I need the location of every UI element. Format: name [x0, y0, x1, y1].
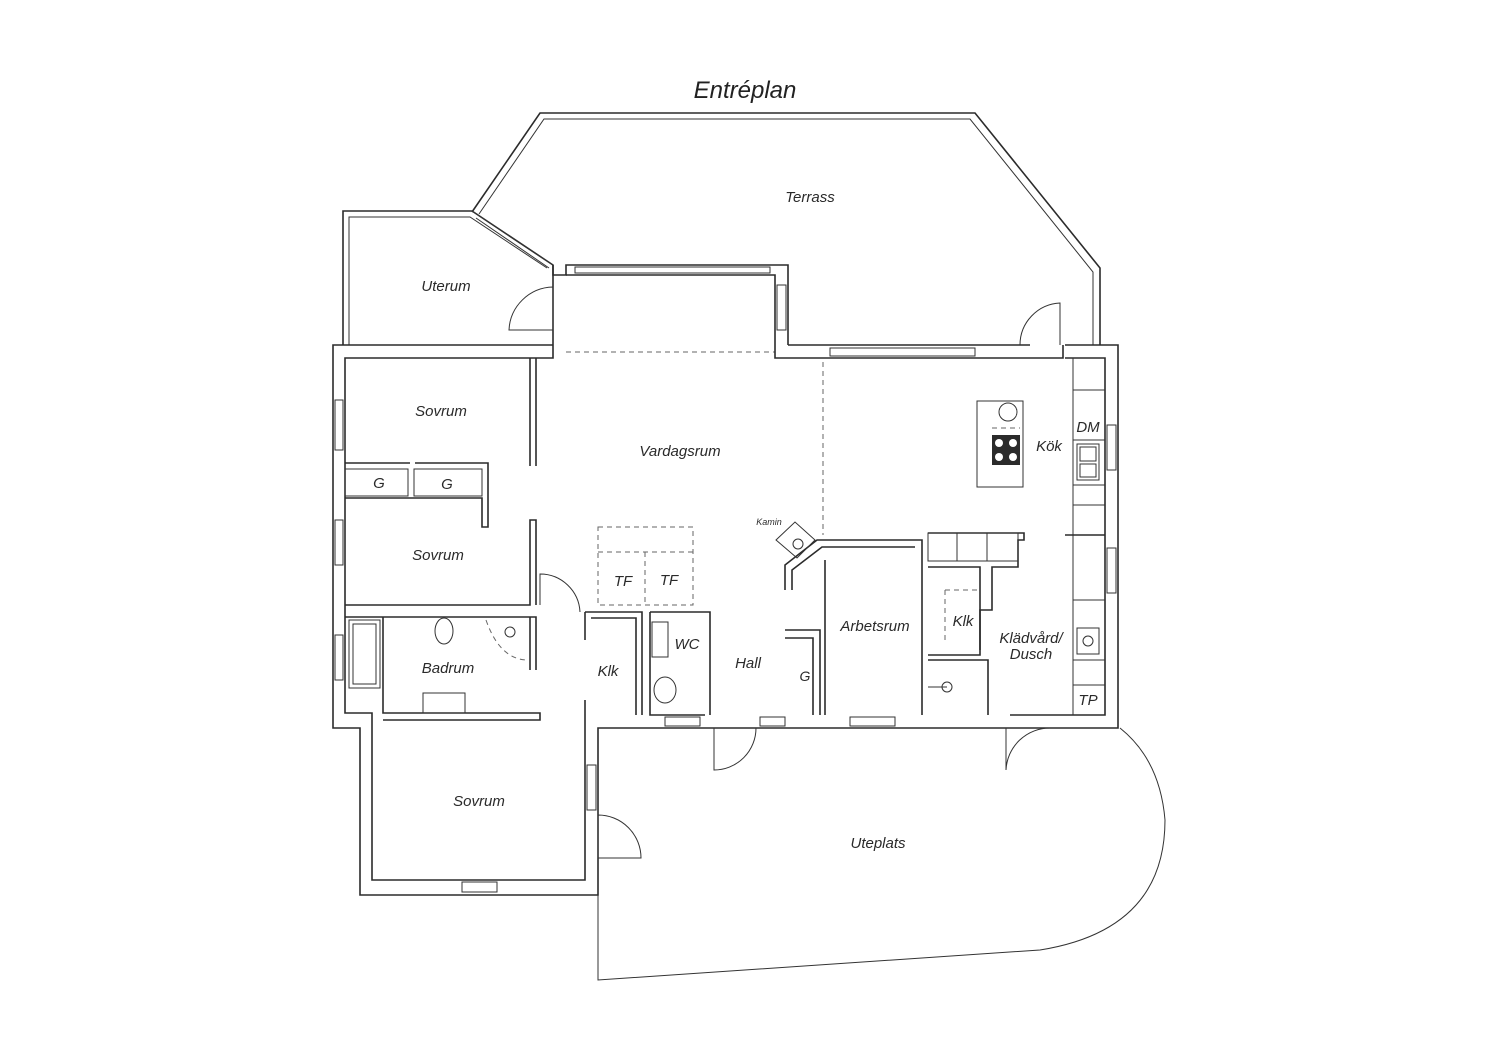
doors [508, 286, 1061, 859]
label-kladvard-line2: Dusch [1010, 646, 1053, 663]
label-arbetsrum: Arbetsrum [839, 618, 909, 635]
label-kok: Kök [1036, 438, 1063, 455]
label-uteplats: Uteplats [850, 835, 906, 852]
label-wc: WC [675, 636, 700, 653]
label-sovrum-2: Sovrum [412, 547, 464, 564]
plan-title: Entréplan [694, 77, 797, 104]
kitchen-island [976, 400, 1024, 488]
terrace-outline [471, 112, 1101, 345]
label-terrass: Terrass [785, 189, 835, 206]
label-tf-1: TF [614, 573, 633, 590]
label-tp: TP [1078, 692, 1097, 709]
label-garderob-2: G [441, 476, 453, 493]
label-hall: Hall [735, 655, 762, 672]
interior-walls [344, 358, 1105, 721]
label-garderob-1: G [373, 475, 385, 492]
label-dm: DM [1076, 419, 1100, 436]
north-wall [552, 264, 789, 353]
label-klk-1: Klk [598, 663, 620, 680]
label-kladvard-line1: Klädvård/ [999, 630, 1064, 647]
label-vardagsrum: Vardagsrum [639, 443, 720, 460]
label-garderob-3: G [800, 668, 811, 684]
label-badrum: Badrum [422, 660, 475, 677]
patio-outline [597, 727, 1166, 981]
label-sovrum-3: Sovrum [453, 793, 505, 810]
label-sovrum-1: Sovrum [415, 403, 467, 420]
sunroom-walls [342, 210, 554, 345]
label-uterum: Uterum [421, 278, 470, 295]
dashed-boundaries [597, 362, 980, 640]
label-kamin: Kamin [756, 517, 782, 527]
fixtures [348, 443, 1100, 714]
label-klk-2: Klk [953, 613, 975, 630]
house-outer-walls [332, 344, 1119, 896]
label-tf-2: TF [660, 572, 679, 589]
room-labels: Terrass Uterum Sovrum G G Sovrum Vardags… [373, 189, 1100, 852]
